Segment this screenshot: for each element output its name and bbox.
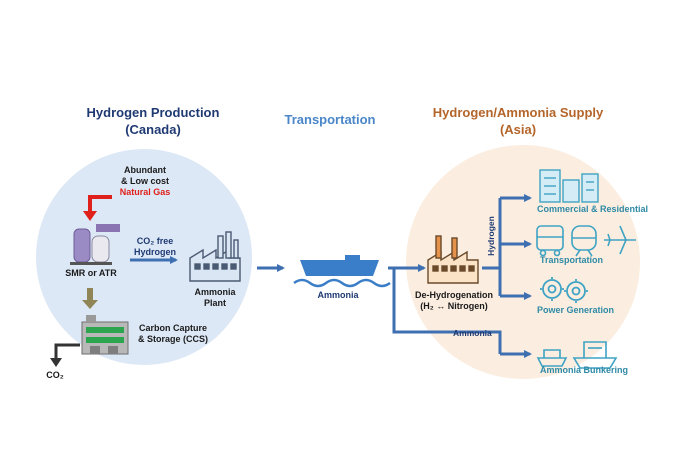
ccs-label: Carbon Capture <box>138 323 207 333</box>
dehydrogenation-label-2: (H₂ ↔ Nitrogen) <box>420 301 488 311</box>
ammonia-plant-label-2: Plant <box>203 298 226 308</box>
dehydrogenation-plant-icon <box>427 235 479 284</box>
feed-line1: Abundant <box>124 165 166 175</box>
hydrogen-branch-label: Hydrogen <box>486 216 496 256</box>
use-transportation: Transportation <box>540 255 604 265</box>
ship-to-dehydrogenation-arrow <box>388 264 480 334</box>
ammonia-plant-icon <box>189 231 241 282</box>
natural-gas-label: Natural Gas <box>119 187 171 197</box>
use-ammonia-bunkering: Ammonia Bunkering <box>540 365 629 375</box>
train-icon <box>571 225 597 257</box>
use-power-generation: Power Generation <box>537 305 615 315</box>
airplane-icon <box>604 225 636 255</box>
production-subtitle: (Canada) <box>125 122 181 137</box>
use-commercial-residential: Commercial & Residential <box>537 204 649 214</box>
ccs-label-2: & Storage (CCS) <box>137 334 208 344</box>
ccs-down-arrow <box>82 288 98 309</box>
dehydrogenation-label: De-Hydrogenation <box>414 290 493 300</box>
co2-release-arrow <box>50 343 80 367</box>
reformer-icon <box>70 224 120 265</box>
hydrogen-distribution-arrows <box>482 194 532 300</box>
feed-line2: & Low cost <box>120 176 169 186</box>
gears-icon <box>540 277 588 303</box>
buildings-icon <box>539 169 599 203</box>
production-title: Hydrogen Production <box>86 105 220 120</box>
supply-region-circle <box>406 145 640 379</box>
ammonia-plant-label: Ammonia <box>194 287 236 297</box>
co2-free-label: CO₂ free <box>136 236 174 246</box>
ccs-facility-icon <box>81 315 129 355</box>
natural-gas-arrow <box>83 195 112 221</box>
supply-subtitle: (Asia) <box>499 122 537 137</box>
co2-free-hydrogen-label: Hydrogen <box>133 247 176 257</box>
smr-atr-label: SMR or ATR <box>65 268 117 278</box>
supply-title: Hydrogen/Ammonia Supply <box>432 105 604 120</box>
bus-icon <box>536 225 564 257</box>
bunkering-ships-icon <box>536 341 618 369</box>
ammonia-bunkering-arrow <box>480 330 532 358</box>
ammonia-carrier-ship-icon <box>293 255 391 288</box>
transport-title: Transportation <box>284 112 376 127</box>
ammonia-ship-label: Ammonia <box>317 290 359 300</box>
ammonia-branch-label: Ammonia <box>453 328 492 338</box>
co2-label: CO₂ <box>46 370 64 380</box>
